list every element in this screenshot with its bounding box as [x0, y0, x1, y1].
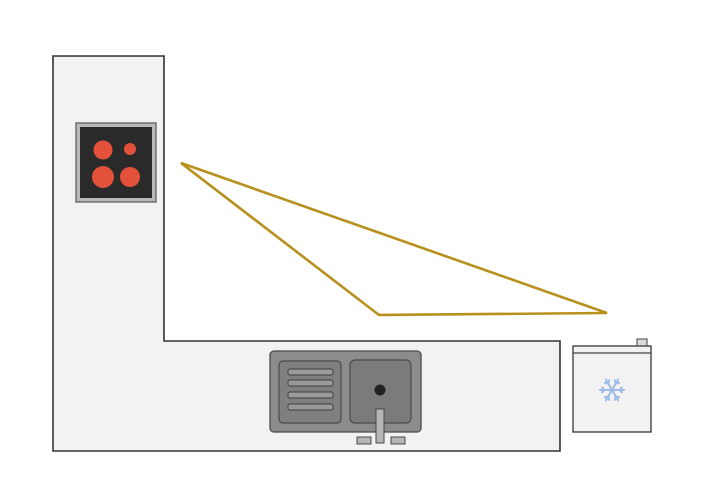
sink-drain — [374, 384, 386, 396]
burner — [92, 166, 114, 188]
work-triangle — [180, 161, 608, 317]
snowflake-branch — [613, 379, 617, 385]
snowflake-icon — [599, 378, 625, 402]
drainboard-groove — [287, 368, 334, 376]
drainboard-grooves — [287, 368, 334, 411]
drainboard-groove — [287, 379, 334, 387]
snowflake-branch — [618, 386, 623, 391]
snowflake-arm — [611, 378, 619, 391]
snowflake-arm — [605, 389, 613, 402]
cooktop — [75, 122, 157, 203]
cooktop-surface — [80, 127, 152, 198]
faucet-handle-right — [390, 436, 406, 445]
faucet-handle-left — [356, 436, 372, 445]
faucet-spout — [375, 408, 385, 444]
snowflake-arm — [605, 378, 613, 391]
snowflake-arm — [611, 389, 619, 402]
drainboard-groove — [287, 391, 334, 399]
burner — [93, 140, 113, 160]
snowflake-branch — [614, 395, 621, 399]
burners — [92, 140, 140, 188]
refrigerator — [572, 338, 652, 433]
sink — [269, 350, 422, 445]
l-shaped-countertop — [52, 55, 561, 452]
refrigerator-handle — [636, 338, 648, 347]
drainboard-groove — [287, 403, 334, 411]
burner — [124, 143, 136, 155]
snowflake-branch — [603, 381, 610, 385]
burner — [120, 167, 140, 187]
snowflake-branch — [601, 389, 606, 394]
snowflake-branch — [607, 395, 611, 401]
